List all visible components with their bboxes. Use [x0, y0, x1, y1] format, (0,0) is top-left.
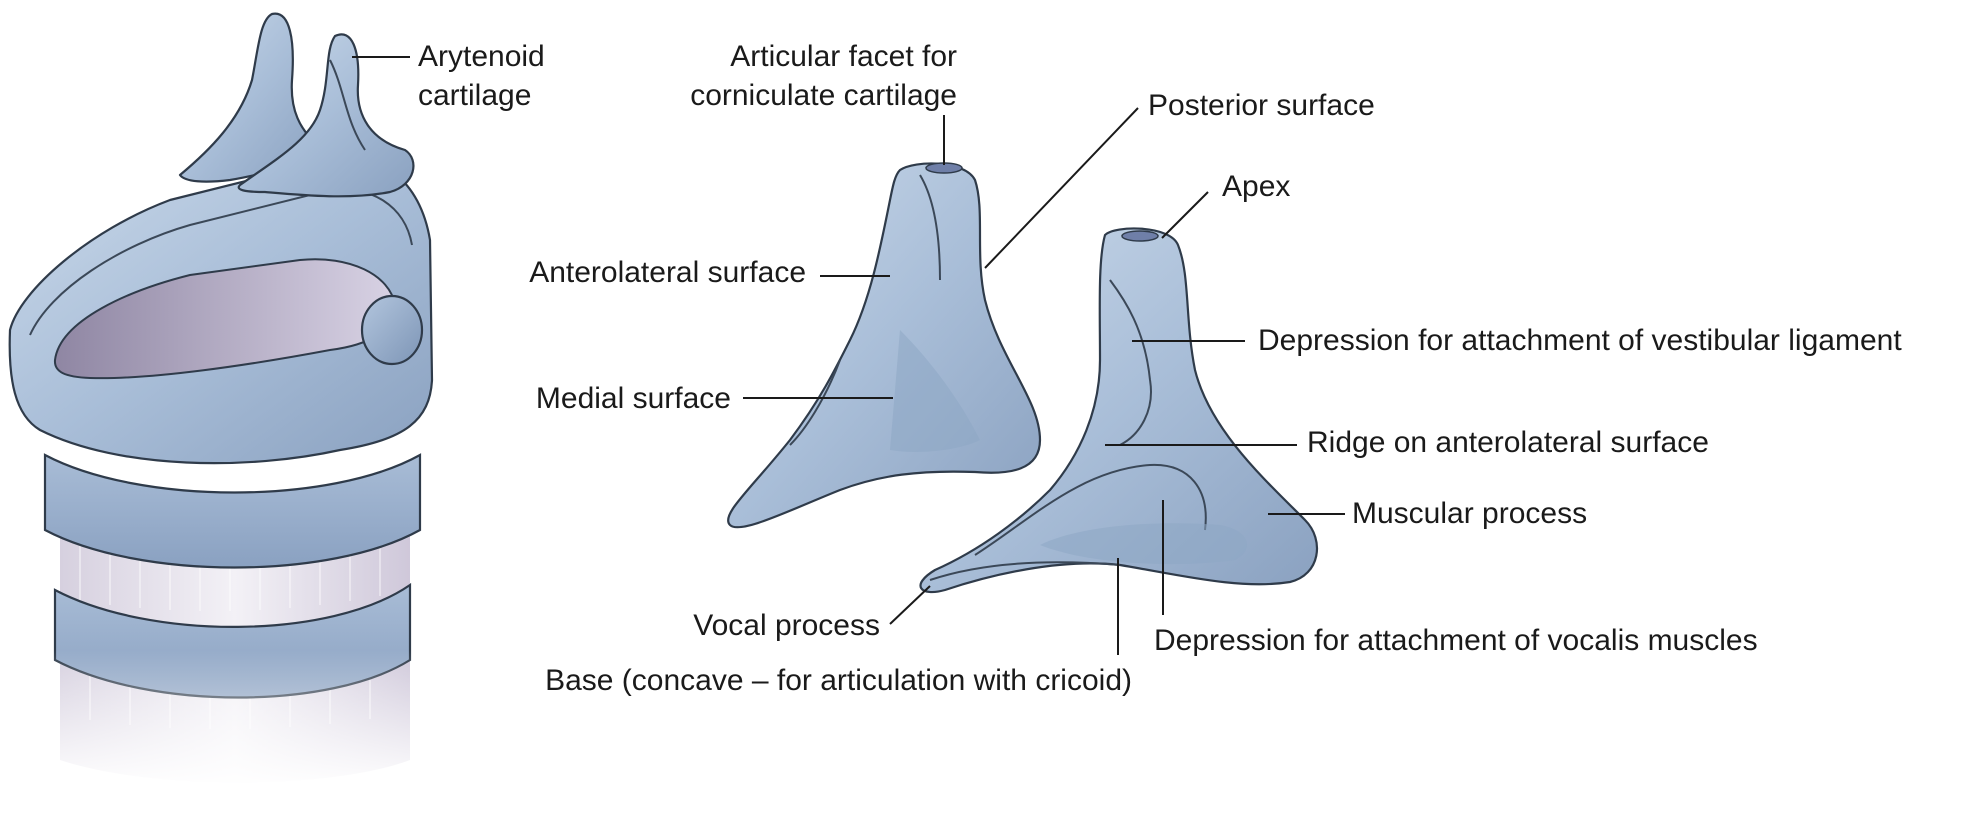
label-articular-facet-2: corniculate cartilage: [690, 79, 957, 112]
label-arytenoid-cartilage-1: Arytenoid: [418, 40, 545, 73]
arytenoid-cartilage-left: [178, 12, 320, 183]
label-base: Base (concave – for articulation with cr…: [545, 664, 1132, 697]
label-arytenoid-cartilage-2: cartilage: [418, 79, 531, 112]
label-anterolateral-surface: Anterolateral surface: [529, 256, 806, 289]
leader-lines: [352, 56, 1345, 655]
label-vocal-process: Vocal process: [693, 609, 880, 642]
arytenoid-cartilage-right: [237, 33, 415, 198]
label-vocalis-depression: Depression for attachment of vocalis mus…: [1154, 624, 1758, 657]
label-apex: Apex: [1222, 170, 1290, 203]
label-posterior-surface: Posterior surface: [1148, 89, 1375, 122]
vestibular-depression-rim: [1109, 279, 1152, 446]
label-muscular-process: Muscular process: [1352, 497, 1587, 530]
arytenoid-medial-shape: [727, 162, 1042, 529]
label-articular-facet-1: Articular facet for: [730, 40, 957, 73]
label-medial-surface: Medial surface: [536, 382, 731, 415]
cricothyroid-facet: [360, 294, 424, 366]
arytenoid-anterolateral-view: [919, 227, 1319, 594]
vocalis-depression-shade: [1040, 523, 1247, 565]
tracheal-ring: [43, 453, 422, 569]
label-ridge-anterolateral: Ridge on anterolateral surface: [1307, 426, 1709, 459]
labels: Arytenoid cartilage Articular facet for …: [418, 40, 1902, 697]
arytenoid-medial-view: [727, 162, 1042, 529]
larynx-illustration: [8, 12, 434, 790]
apex-facet-mark: [1121, 230, 1159, 242]
label-vestibular-depression: Depression for attachment of vestibular …: [1258, 324, 1902, 357]
anterolateral-ridge: [974, 463, 1207, 556]
